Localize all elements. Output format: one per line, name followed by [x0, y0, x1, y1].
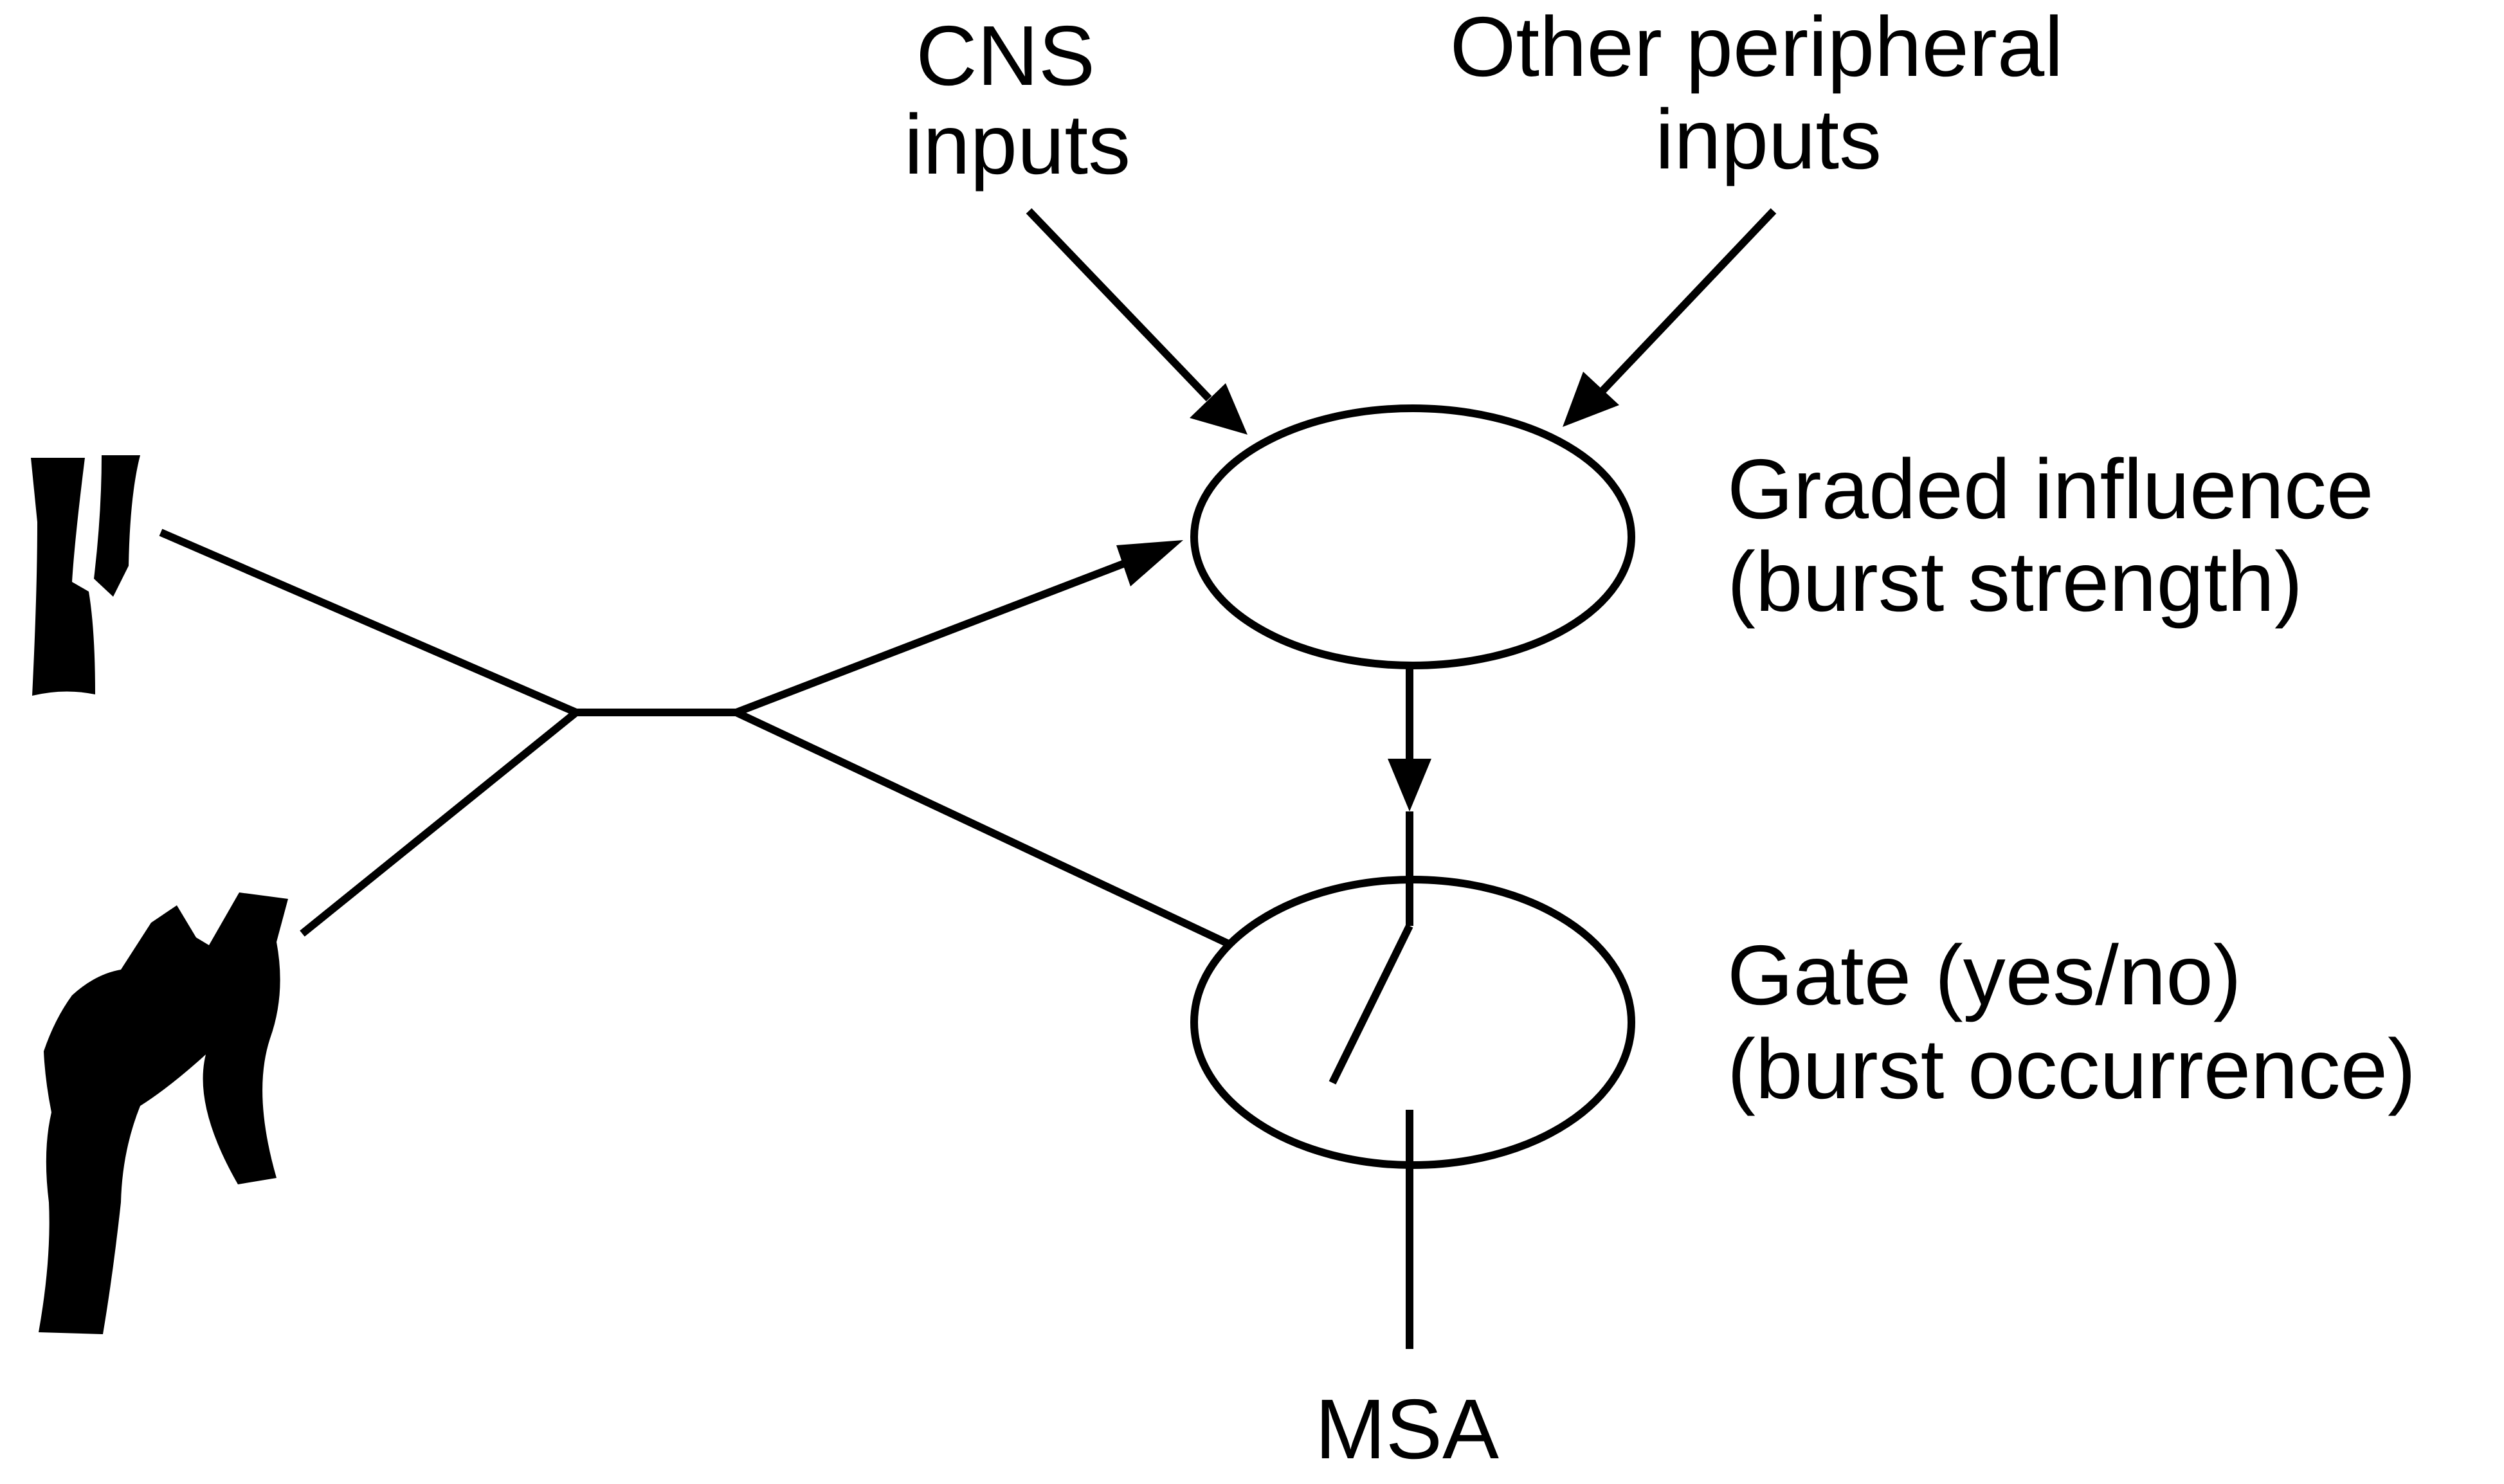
- branch-to-gate-line: [734, 709, 1307, 984]
- msa-label: MSA: [1315, 1382, 1499, 1476]
- aortic-afferent-line: [300, 709, 579, 937]
- graded-influence-label: Graded influence (burst strength): [1727, 442, 2397, 629]
- gate-line-1: Gate (yes/no): [1727, 928, 2242, 1022]
- cns-inputs-label: CNS inputs: [904, 8, 1130, 192]
- other-peripheral-inputs-label: Other peripheral inputs: [1450, 0, 2087, 186]
- other-peripheral-inputs-line-1: Other peripheral: [1450, 0, 2064, 94]
- arrowhead-icon: [1116, 540, 1183, 586]
- gate-line-2: (burst occurrence): [1727, 1022, 2416, 1116]
- graded-influence-line-1: Graded influence: [1727, 442, 2373, 536]
- other-peripheral-inputs-line-2: inputs: [1655, 92, 1882, 186]
- carotid-afferent-line: [159, 529, 578, 716]
- carotid-sinus-icon: [31, 455, 140, 696]
- cns-inputs-line-2: inputs: [904, 97, 1130, 192]
- branch-to-graded-line: [734, 554, 1140, 716]
- arrowhead-icon: [1563, 372, 1619, 427]
- gate-switch-blade: [1329, 924, 1413, 1085]
- graded-influence-node: [1190, 404, 1635, 669]
- peripheral-input-line: [1598, 208, 1777, 395]
- gate-label: Gate (yes/no) (burst occurrence): [1727, 928, 2416, 1116]
- arrowhead-icon: [1190, 383, 1247, 435]
- cns-inputs-line-1: CNS: [916, 8, 1095, 103]
- graded-influence-line-2: (burst strength): [1727, 534, 2303, 629]
- cns-input-line: [1026, 208, 1212, 402]
- arrowhead-icon: [1388, 759, 1431, 811]
- aortic-arch-icon: [39, 892, 288, 1334]
